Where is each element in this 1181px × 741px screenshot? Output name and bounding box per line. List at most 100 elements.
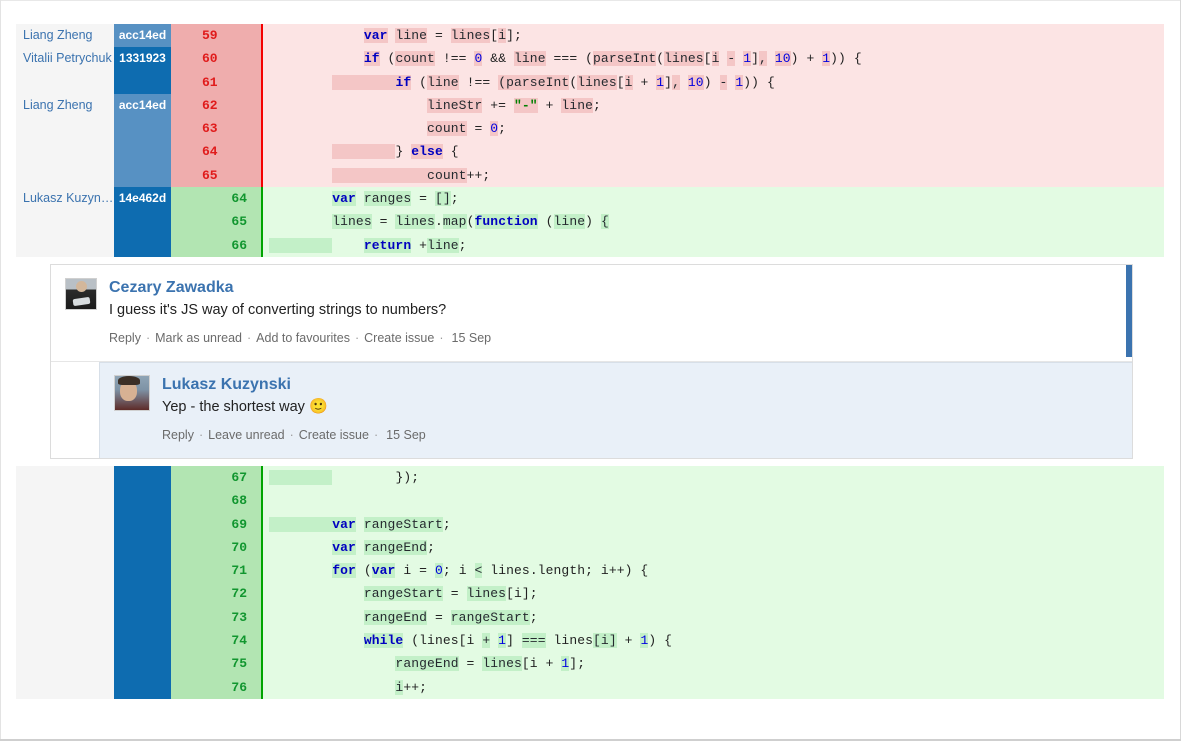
action-separator: · [373, 427, 379, 442]
diff-row[interactable]: 72 rangeStart = lines[i]; [16, 582, 1164, 606]
code-token: ; [593, 97, 601, 113]
comment-action-create-issue[interactable]: Create issue [364, 330, 435, 345]
diff-code-line[interactable]: lines = lines.map(function (line) { [261, 210, 1164, 234]
diff-line-number[interactable]: 65 [171, 210, 261, 234]
diff-commit-hash-cell[interactable]: 1331923 [114, 47, 171, 71]
code-token [269, 51, 364, 66]
diff-row[interactable]: 61 if (line !== (parseInt(lines[i + 1], … [16, 70, 1164, 94]
diff-line-number[interactable]: 69 [171, 512, 261, 536]
diff-line-number[interactable]: 66 [171, 233, 261, 257]
diff-line-number[interactable]: 72 [171, 582, 261, 606]
code-token: lines [545, 633, 594, 649]
diff-line-number[interactable]: 74 [171, 629, 261, 653]
diff-line-number[interactable]: 73 [171, 605, 261, 630]
diff-code-line[interactable]: count++; [261, 163, 1164, 188]
diff-author-cell[interactable]: Liang Zheng [16, 24, 114, 48]
code-token [269, 563, 332, 578]
avatar-lukasz-kuzynski[interactable] [114, 374, 150, 411]
diff-line-number[interactable]: 68 [171, 489, 261, 513]
diff-row[interactable]: 71 for (var i = 0; i < lines.length; i++… [16, 559, 1164, 583]
diff-line-number[interactable]: 60 [171, 47, 261, 71]
diff-code-line[interactable]: rangeStart = lines[i]; [261, 582, 1164, 606]
diff-line-number[interactable]: 64 [171, 187, 261, 211]
diff-row[interactable]: 76 i++; [16, 675, 1164, 699]
code-token: lines [482, 656, 522, 672]
comment-actions: Reply·Mark as unread·Add to favourites·C… [109, 329, 1118, 357]
comment-action-mark-as-unread[interactable]: Mark as unread [155, 330, 242, 345]
diff-author-cell[interactable]: Lukasz Kuzynski [16, 187, 114, 211]
diff-code-line[interactable]: var line = lines[i]; [261, 24, 1164, 48]
code-token: ; i [442, 563, 475, 579]
diff-code-line[interactable]: i++; [261, 675, 1164, 699]
diff-row[interactable]: 67 }); [16, 465, 1164, 490]
reply-action-create-issue[interactable]: Create issue [298, 427, 369, 442]
diff-code-line[interactable] [261, 489, 1164, 513]
code-token: ( [379, 51, 396, 67]
diff-code-line[interactable]: var ranges = []; [261, 187, 1164, 211]
diff-row[interactable]: 74 while (lines[i + 1] === lines[i] + 1)… [16, 629, 1164, 653]
comment-action-reply[interactable]: Reply [109, 330, 141, 345]
code-token [332, 74, 396, 90]
code-token: var [332, 539, 356, 555]
code-token [269, 680, 395, 695]
code-token: ; [458, 237, 467, 253]
diff-code-line[interactable]: while (lines[i + 1] === lines[i] + 1) { [261, 629, 1164, 653]
diff-row[interactable]: 66 return +line; [16, 233, 1164, 257]
reply-action-leave-unread[interactable]: Leave unread [208, 427, 285, 442]
diff-line-number[interactable]: 65 [171, 163, 261, 188]
diff-code-line[interactable]: var rangeEnd; [261, 535, 1164, 560]
page-frame-top [0, 0, 1181, 1]
diff-code-line[interactable]: rangeEnd = rangeStart; [261, 605, 1164, 630]
diff-line-number[interactable]: 70 [171, 535, 261, 560]
diff-code-line[interactable]: var rangeStart; [261, 512, 1164, 536]
diff-code-line[interactable]: lineStr += "-" + line; [261, 93, 1164, 118]
diff-author-cell[interactable]: Vitalii Petrychuk [16, 47, 114, 71]
diff-line-number[interactable]: 71 [171, 559, 261, 583]
diff-author-cell[interactable]: Liang Zheng [16, 93, 114, 118]
diff-commit-hash-cell[interactable]: 14e462d [114, 187, 171, 211]
diff-row[interactable]: 68 [16, 489, 1164, 513]
diff-commit-hash-cell[interactable]: acc14ed [114, 24, 171, 48]
diff-row[interactable]: 69 var rangeStart; [16, 512, 1164, 536]
diff-row[interactable]: 65 lines = lines.map(function (line) { [16, 210, 1164, 234]
reply-author-name[interactable]: Lukasz Kuzynski [162, 375, 291, 393]
diff-line-number[interactable]: 61 [171, 70, 261, 94]
diff-code-line[interactable]: for (var i = 0; i < lines.length; i++) { [261, 559, 1164, 583]
diff-code-line[interactable]: if (count !== 0 && line === (parseInt(li… [261, 47, 1164, 71]
diff-line-number[interactable]: 67 [171, 465, 261, 490]
diff-line-number[interactable]: 62 [171, 93, 261, 118]
comment-action-add-to-favourites[interactable]: Add to favourites [256, 330, 350, 345]
diff-author-cell [16, 675, 114, 699]
diff-line-number[interactable]: 63 [171, 117, 261, 141]
diff-line-number[interactable]: 59 [171, 24, 261, 48]
code-token: ++; [403, 679, 428, 695]
code-token: 1 [656, 74, 665, 90]
diff-row[interactable]: 73 rangeEnd = rangeStart; [16, 605, 1164, 630]
diff-code-line[interactable]: if (line !== (parseInt(lines[i + 1], 10)… [261, 70, 1164, 94]
diff-code-line[interactable]: } else { [261, 140, 1164, 164]
diff-line-number[interactable]: 76 [171, 675, 261, 699]
diff-commit-hash-cell[interactable]: acc14ed [114, 93, 171, 118]
diff-row[interactable]: 63 count = 0; [16, 117, 1164, 141]
reply-action-reply[interactable]: Reply [162, 427, 194, 442]
code-token: + [482, 633, 491, 649]
diff-line-number[interactable]: 64 [171, 140, 261, 164]
code-token: = [371, 214, 396, 230]
diff-code-line[interactable]: rangeEnd = lines[i + 1]; [261, 652, 1164, 676]
diff-row[interactable]: 64 } else { [16, 140, 1164, 164]
diff-code-line[interactable]: }); [261, 465, 1164, 490]
diff-code-line[interactable]: count = 0; [261, 117, 1164, 141]
comment-author-name[interactable]: Cezary Zawadka [109, 278, 234, 296]
diff-row[interactable]: 65 count++; [16, 163, 1164, 188]
avatar-cezary-zawadka[interactable] [65, 277, 97, 310]
diff-line-number[interactable]: 75 [171, 652, 261, 676]
diff-row[interactable]: 70 var rangeEnd; [16, 535, 1164, 560]
diff-row[interactable]: 75 rangeEnd = lines[i + 1]; [16, 652, 1164, 676]
code-token [332, 470, 395, 485]
diff-code-line[interactable]: return +line; [261, 233, 1164, 257]
